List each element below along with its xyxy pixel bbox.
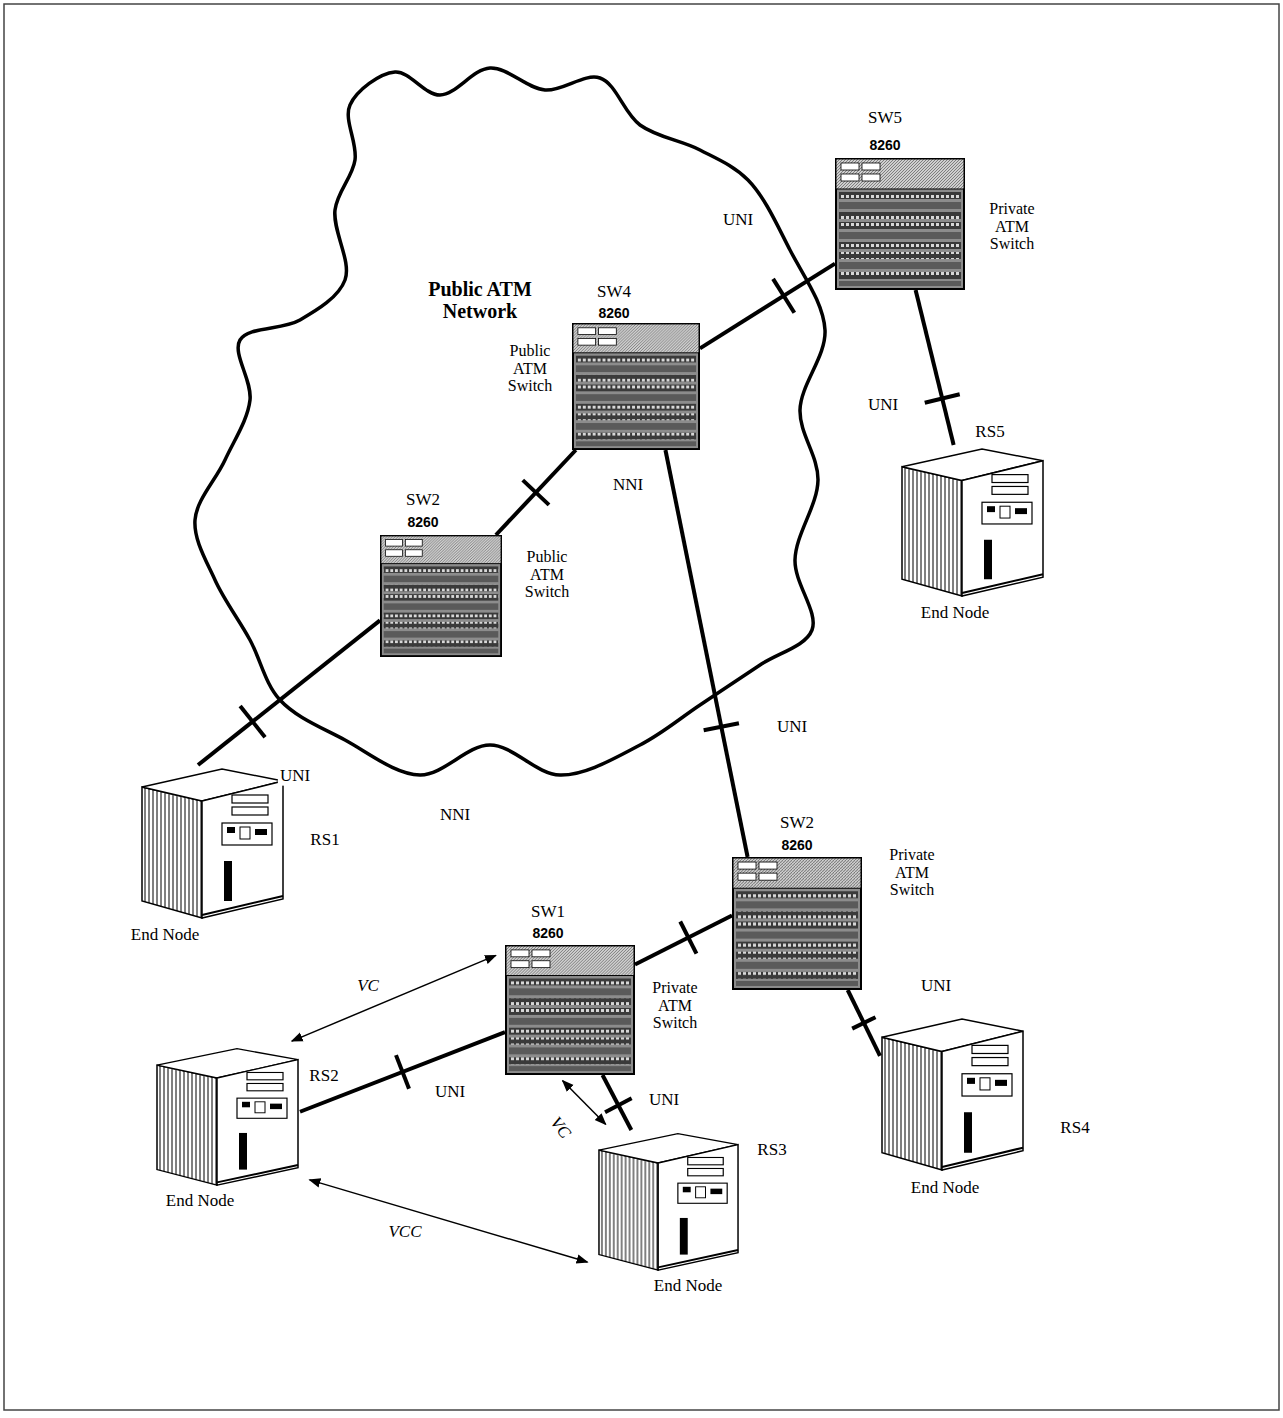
network-title: Public ATM Network [415,278,545,322]
computer-picture [155,1045,300,1187]
device-role: Public ATM Switch [498,342,562,395]
interface-tick [773,279,794,313]
virtual-connection-arrow [310,1180,588,1262]
model-number: 8260 [869,138,900,153]
connection-label: VC [545,1112,576,1144]
computer-picture [900,445,1045,598]
atm-switch: SW18260Private ATM Switch [505,945,635,1075]
cloud-border [195,68,825,775]
device-name: RS2 [309,1067,338,1086]
device-name: SW2 [406,491,440,510]
device-role: Private ATM Switch [643,979,707,1032]
model-number: 8260 [781,838,812,853]
device-name: RS4 [1060,1119,1089,1138]
network-link [665,450,747,857]
device-role: Private ATM Switch [880,846,944,899]
model-number: 8260 [407,515,438,530]
device-role: Private ATM Switch [980,200,1044,253]
switch-picture [505,945,635,1075]
interface-tick [605,1098,632,1112]
network-link [300,1032,505,1112]
switch-picture [835,158,965,290]
network-cloud: Public ATM NetworkSW48260Public ATM Swit… [185,55,835,785]
interface-label: UNI [866,396,900,415]
computer-picture [597,1130,740,1272]
device-name: RS5 [975,423,1004,442]
interface-tick [396,1055,409,1089]
network-link [848,990,880,1056]
virtual-connection-arrow [292,955,496,1041]
computer-tower [882,1019,1023,1170]
device-name: SW5 [868,109,902,128]
end-node: RS2End Node [155,1045,300,1187]
computer-tower [142,769,283,918]
device-role: Public ATM Switch [515,548,579,601]
interface-label: UNI [647,1091,681,1110]
atm-switch: SW58260Private ATM Switch [835,158,965,290]
interface-label: UNI [721,211,755,230]
end-node: RS5End Node [900,445,1045,598]
switch-cabinet [506,946,634,1074]
computer-picture [140,765,285,920]
network-link [635,916,732,965]
interface-tick [240,706,265,737]
network-link [603,1075,632,1130]
end-node: RS1End Node [140,765,285,920]
interface-tick [680,921,696,953]
model-number: 8260 [598,306,629,321]
computer-picture [880,1015,1025,1172]
interface-tick [523,480,549,505]
cloud-outline [185,55,835,785]
node-role: End Node [921,604,989,623]
network-link [700,264,835,349]
switch-cabinet [573,324,699,449]
interface-tick [852,1017,875,1028]
node-role: End Node [654,1277,722,1296]
interface-label: UNI [433,1083,467,1102]
virtual-connection-arrow [563,1081,606,1125]
switch-cabinet [381,536,501,656]
device-name: RS1 [310,831,339,850]
network-link [496,450,576,535]
device-name: RS3 [757,1141,786,1160]
device-name: SW2 [780,814,814,833]
interface-label: NNI [611,476,645,495]
interface-label: NNI [438,806,472,825]
computer-tower [902,449,1043,596]
node-role: End Node [911,1179,979,1198]
device-name: SW4 [597,283,631,302]
switch-cabinet [836,159,964,289]
network-link [916,290,954,445]
interface-label: UNI [919,977,953,996]
node-role: End Node [166,1192,234,1211]
interface-tick [704,723,739,730]
connection-label: VC [355,977,381,996]
network-link [198,620,380,765]
computer-tower [599,1134,738,1271]
switch-picture [572,323,700,450]
model-number: 8260 [532,926,563,941]
atm-switch: SW28260Public ATM Switch [380,535,502,657]
interface-label: UNI [775,718,809,737]
switch-cabinet [733,858,861,989]
node-role: End Node [131,926,199,945]
atm-switch: SW28260Private ATM Switch [732,857,862,990]
connection-label: VCC [386,1223,423,1242]
device-name: SW1 [531,903,565,922]
end-node: RS4End Node [880,1015,1025,1172]
interface-label: UNI [278,767,312,786]
computer-tower [157,1049,298,1186]
interface-tick [925,394,960,403]
switch-picture [732,857,862,990]
page-frame [4,4,1279,1410]
atm-switch: SW48260Public ATM Switch [572,323,700,450]
switch-picture [380,535,502,657]
end-node: RS3End Node [597,1130,740,1272]
